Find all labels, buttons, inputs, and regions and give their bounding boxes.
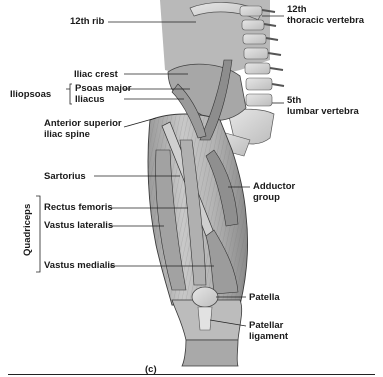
label-patella: Patella: [249, 292, 280, 303]
label-patellar-ligament-line1: Patellar: [249, 320, 283, 331]
label-sartorius: Sartorius: [44, 171, 86, 182]
label-quadriceps: Quadriceps: [22, 204, 33, 256]
label-5th-lumbar-line2: lumbar vertebra: [287, 106, 359, 117]
label-12th-rib: 12th rib: [70, 16, 104, 27]
label-5th-lumbar-line1: 5th: [287, 95, 301, 106]
label-iliacus: Iliacus: [75, 94, 105, 105]
label-vastus-medialis: Vastus medialis: [44, 260, 115, 271]
label-12th-thoracic-line1: 12th: [287, 4, 307, 15]
patella-shape: [192, 287, 218, 307]
lower-leg: [182, 340, 238, 366]
label-patellar-ligament-line2: ligament: [249, 331, 288, 342]
label-iliopsoas: Iliopsoas: [10, 89, 51, 100]
label-iliac-crest: Iliac crest: [74, 69, 118, 80]
patellar-ligament-shape: [198, 307, 212, 330]
label-asis-line2: iliac spine: [44, 129, 90, 140]
label-vastus-lateralis: Vastus lateralis: [44, 220, 113, 231]
label-12th-thoracic-line2: thoracic vertebra: [287, 15, 364, 26]
label-psoas-major: Psoas major: [75, 83, 132, 94]
label-asis-line1: Anterior superior: [44, 118, 122, 129]
label-adductor-line1: Adductor: [253, 181, 295, 192]
bottom-rule: [8, 374, 375, 375]
label-adductor-line2: group: [253, 192, 280, 203]
vertebral-column: [240, 6, 284, 106]
label-rectus-femoris: Rectus femoris: [44, 202, 113, 213]
